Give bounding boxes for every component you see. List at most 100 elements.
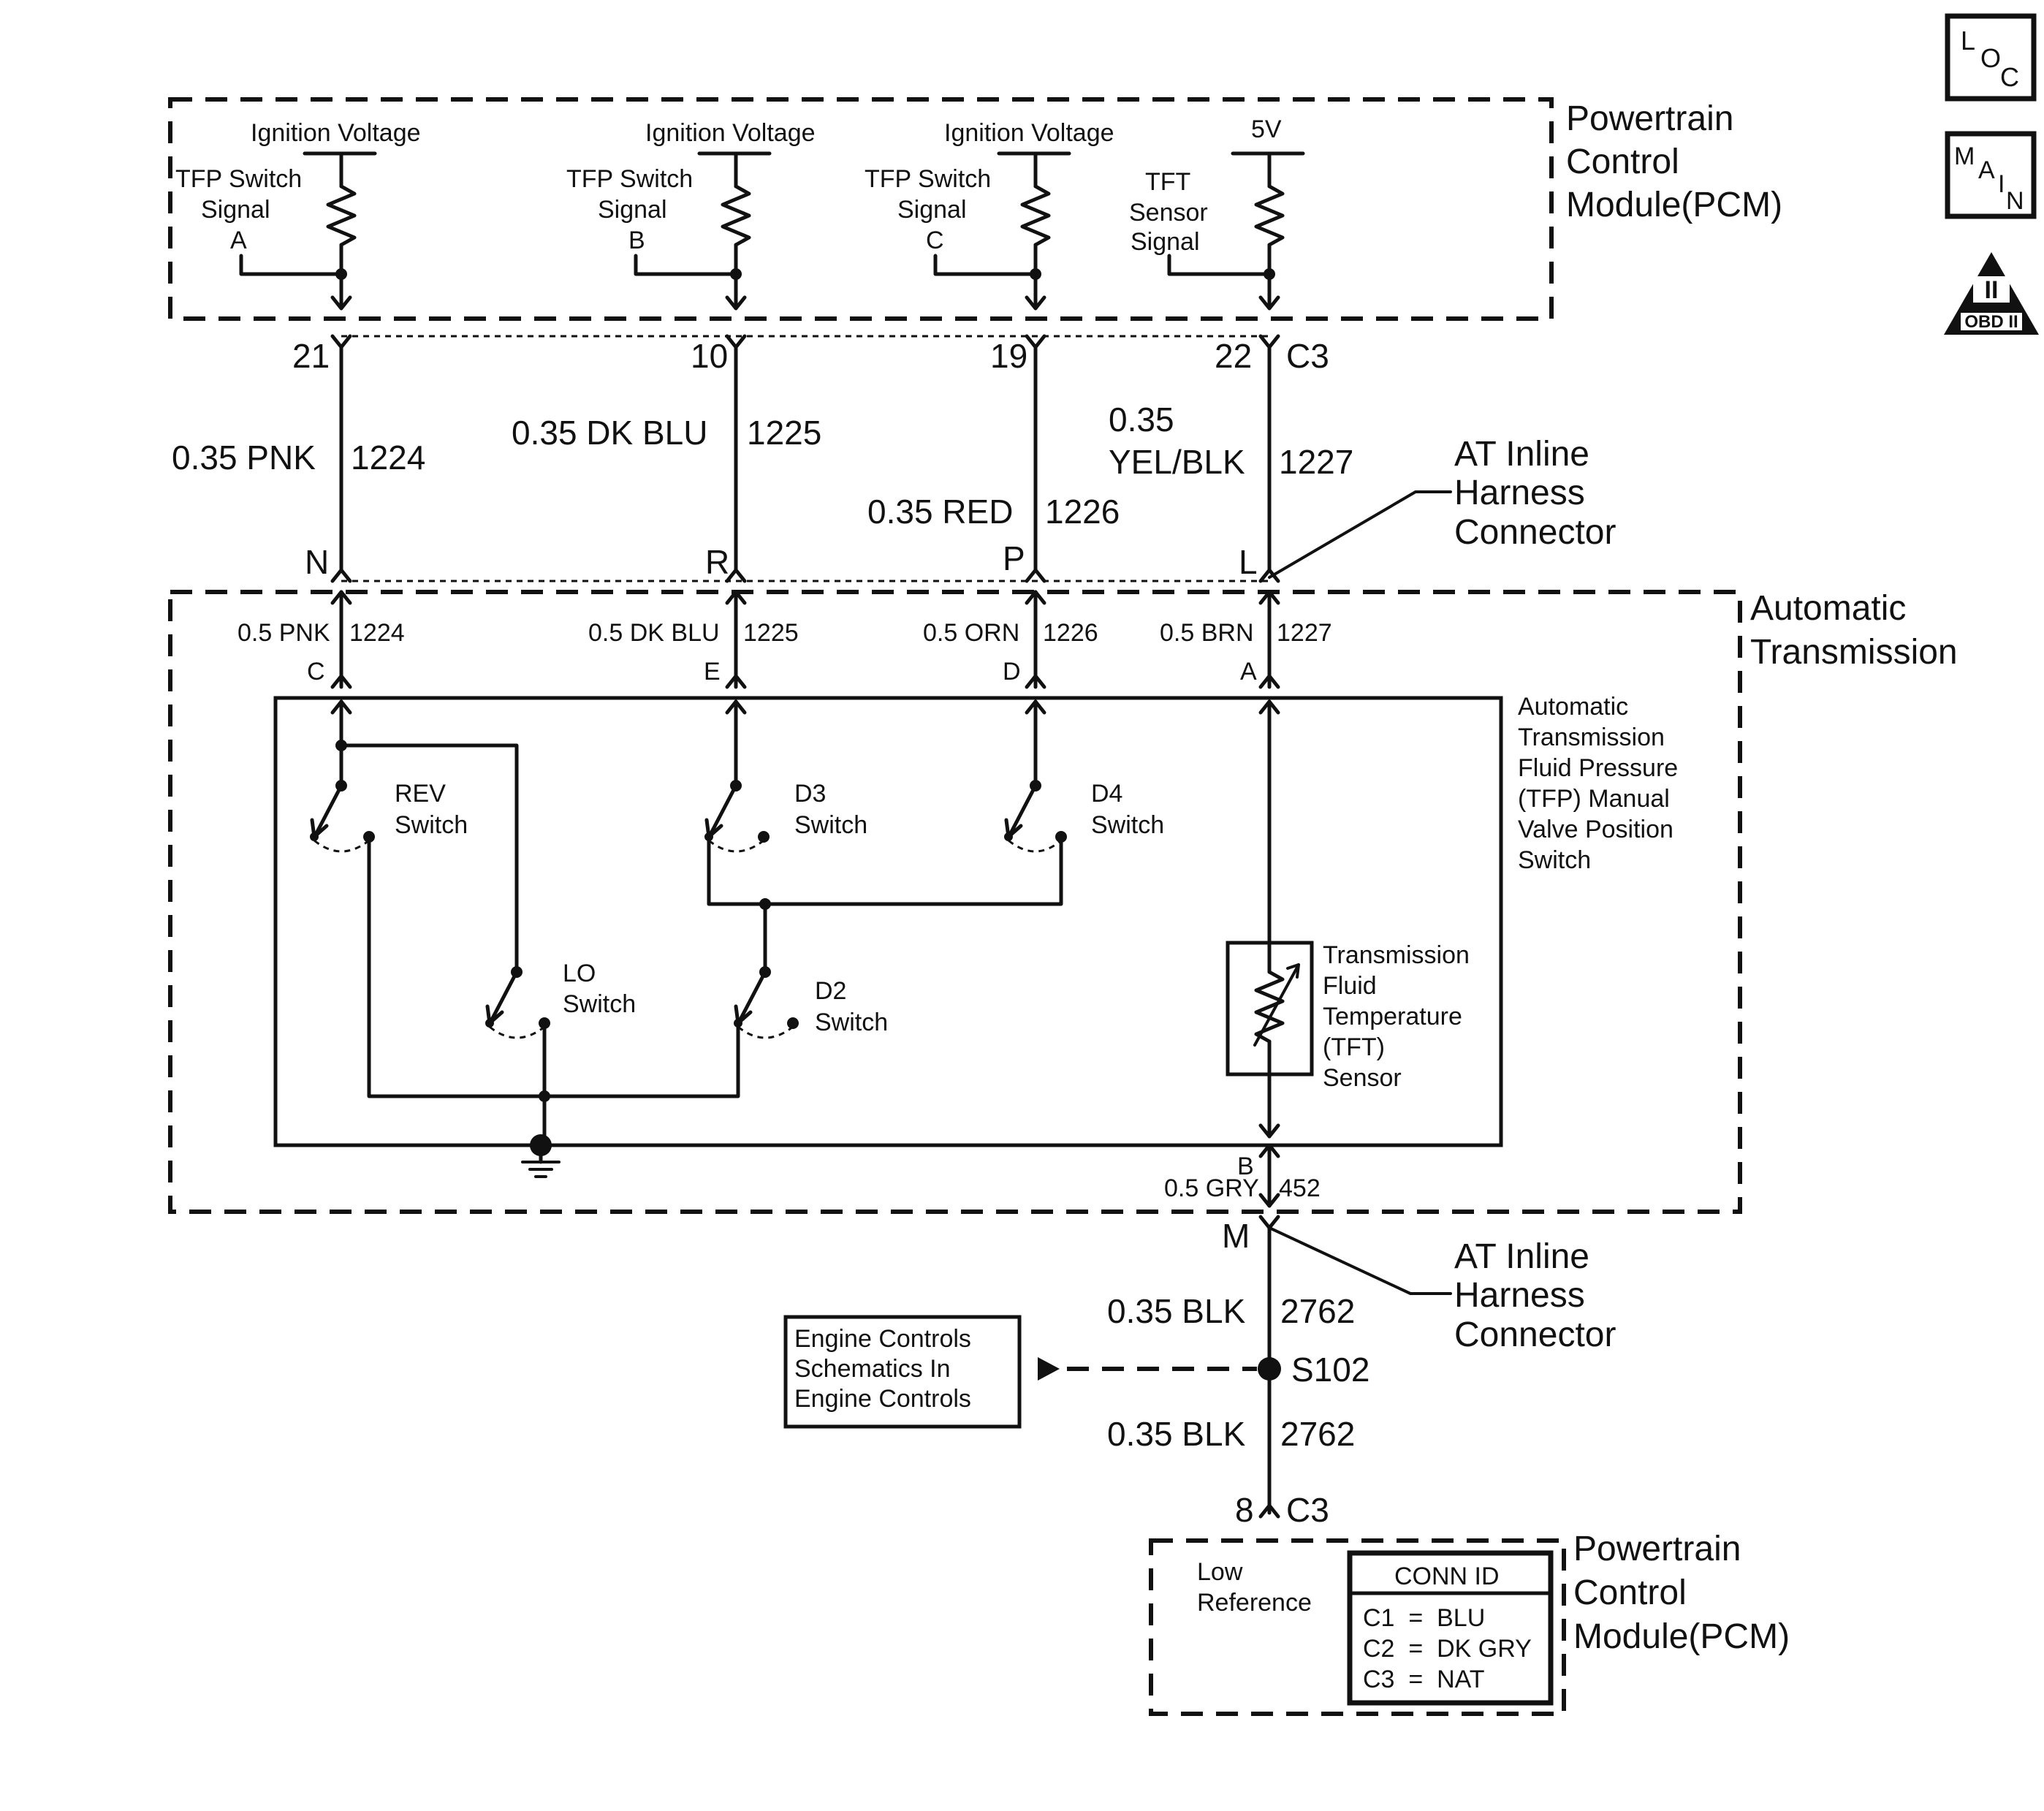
- svg-text:A: A: [1978, 156, 1995, 184]
- pcm-bottom-connector: 8 C3: [1235, 1491, 1329, 1529]
- svg-text:D4: D4: [1091, 780, 1122, 808]
- svg-text:Harness: Harness: [1454, 1276, 1585, 1315]
- svg-text:AT Inline: AT Inline: [1454, 1237, 1589, 1276]
- transmission-box: [168, 590, 1742, 1214]
- svg-text:Transmission: Transmission: [1518, 724, 1665, 751]
- svg-text:Connector: Connector: [1454, 1315, 1616, 1354]
- svg-text:C: C: [307, 658, 325, 686]
- svg-text:B: B: [1237, 1153, 1254, 1180]
- svg-text:Fluid: Fluid: [1323, 972, 1377, 1000]
- svg-text:R: R: [705, 543, 729, 581]
- svg-text:TFP Switch: TFP Switch: [865, 165, 991, 193]
- svg-text:L: L: [1961, 26, 1975, 56]
- pcm-circuit-b: Ignition Voltage TFP Switch Signal B: [566, 119, 816, 311]
- transmission-title: Automatic Transmission: [1750, 589, 1958, 672]
- svg-text:TFP Switch: TFP Switch: [566, 165, 693, 193]
- svg-text:C3: C3: [1286, 337, 1329, 375]
- svg-text:0.5 GRY: 0.5 GRY: [1164, 1174, 1259, 1202]
- svg-text:Engine Controls: Engine Controls: [794, 1325, 971, 1353]
- svg-text:Signal: Signal: [897, 196, 967, 224]
- svg-text:8: 8: [1235, 1491, 1254, 1529]
- svg-text:Switch: Switch: [1518, 846, 1591, 874]
- transmission-wires: 0.5 PNK 1224 0.5 DK BLU 1225 0.5 ORN 122…: [238, 590, 1332, 689]
- tfp-switch-assembly: [273, 696, 1503, 1147]
- svg-text:Powertrain: Powertrain: [1566, 99, 1733, 138]
- svg-text:Switch: Switch: [794, 811, 867, 839]
- pcm-bottom-box: [1149, 1538, 1566, 1716]
- svg-text:19: 19: [990, 337, 1027, 375]
- svg-text:Ignition Voltage: Ignition Voltage: [645, 119, 816, 147]
- svg-text:S102: S102: [1291, 1351, 1369, 1389]
- obd-ii-icon[interactable]: II OBD II: [1944, 252, 2039, 335]
- svg-text:Signal: Signal: [201, 196, 270, 224]
- main-icon[interactable]: M A I N: [1945, 131, 2037, 219]
- svg-text:1226: 1226: [1043, 619, 1098, 647]
- svg-text:P: P: [1003, 539, 1025, 577]
- svg-text:Transmission: Transmission: [1323, 941, 1470, 969]
- svg-text:(TFT): (TFT): [1323, 1033, 1385, 1061]
- svg-text:0.35 BLK: 0.35 BLK: [1107, 1415, 1246, 1453]
- svg-text:2762: 2762: [1280, 1292, 1355, 1330]
- pcm-circuit-c: Ignition Voltage TFP Switch Signal C: [865, 119, 1114, 311]
- svg-text:C3 = NAT: C3 = NAT: [1363, 1666, 1485, 1693]
- svg-text:Signal: Signal: [598, 196, 667, 224]
- ground-circuit: 0.35 BLK 2762 S102 0.35 BLK 2762: [1038, 1226, 1369, 1515]
- engine-controls-reference: Engine Controls Schematics In Engine Con…: [783, 1315, 1022, 1429]
- tft-ground-wire: B 0.5 GRY 452: [1164, 1143, 1321, 1208]
- pcm-circuit-a: Ignition Voltage TFP Switch Signal A: [175, 119, 421, 311]
- inline-connector-bottom: M AT Inline Harness Connector: [1222, 1215, 1616, 1354]
- svg-text:1227: 1227: [1277, 619, 1332, 647]
- svg-text:C: C: [926, 227, 944, 254]
- pcm-top-box: [168, 97, 1554, 321]
- svg-text:L: L: [1239, 543, 1258, 581]
- svg-text:Schematics In: Schematics In: [794, 1355, 951, 1383]
- svg-text:Switch: Switch: [563, 990, 636, 1018]
- svg-text:Fluid Pressure: Fluid Pressure: [1518, 754, 1678, 782]
- svg-text:D: D: [1003, 658, 1021, 686]
- splice-s102: [1258, 1357, 1281, 1381]
- svg-text:1224: 1224: [351, 438, 425, 477]
- svg-text:Sensor: Sensor: [1323, 1064, 1402, 1092]
- svg-text:0.5 PNK: 0.5 PNK: [238, 619, 330, 647]
- svg-text:(TFP) Manual: (TFP) Manual: [1518, 785, 1670, 813]
- svg-text:A: A: [230, 227, 247, 254]
- svg-text:Control: Control: [1566, 143, 1679, 181]
- svg-text:0.35 PNK: 0.35 PNK: [172, 438, 316, 477]
- svg-text:N: N: [2006, 187, 2024, 215]
- svg-text:1226: 1226: [1045, 493, 1120, 531]
- loc-icon[interactable]: L O C: [1945, 13, 2037, 102]
- inline-connector-top: N R P L AT Inline Harness Connector: [305, 435, 1616, 583]
- svg-text:D3: D3: [794, 780, 826, 808]
- svg-text:Switch: Switch: [395, 811, 468, 839]
- svg-text:1224: 1224: [349, 619, 405, 647]
- svg-text:0.5 ORN: 0.5 ORN: [923, 619, 1019, 647]
- svg-text:O: O: [1980, 43, 2001, 73]
- svg-text:Engine Controls: Engine Controls: [794, 1385, 971, 1413]
- switch-network: [310, 699, 1280, 1178]
- svg-text:TFT: TFT: [1145, 168, 1190, 196]
- svg-text:Connector: Connector: [1454, 513, 1616, 552]
- svg-text:N: N: [305, 543, 329, 581]
- svg-text:1225: 1225: [743, 619, 799, 647]
- svg-text:M: M: [1222, 1217, 1250, 1255]
- svg-text:REV: REV: [395, 780, 446, 808]
- svg-text:Reference: Reference: [1197, 1589, 1312, 1617]
- svg-text:Powertrain: Powertrain: [1573, 1530, 1741, 1568]
- svg-text:C3: C3: [1286, 1491, 1329, 1529]
- svg-text:LO: LO: [563, 960, 596, 987]
- svg-text:Ignition Voltage: Ignition Voltage: [944, 119, 1114, 147]
- pcm-top-title: Powertrain Control Module(PCM): [1566, 99, 1782, 224]
- svg-text:TFP Switch: TFP Switch: [175, 165, 302, 193]
- svg-text:Signal: Signal: [1131, 228, 1200, 256]
- svg-text:Ignition Voltage: Ignition Voltage: [251, 119, 421, 147]
- svg-text:452: 452: [1279, 1174, 1321, 1202]
- svg-text:Transmission: Transmission: [1750, 633, 1958, 672]
- svg-text:0.35 BLK: 0.35 BLK: [1107, 1292, 1246, 1330]
- tfp-switch-label: Automatic Transmission Fluid Pressure (T…: [1518, 693, 1678, 874]
- svg-text:0.35: 0.35: [1109, 400, 1174, 438]
- svg-text:0.35 DK BLU: 0.35 DK BLU: [512, 414, 707, 452]
- svg-text:C1 = BLU: C1 = BLU: [1363, 1604, 1485, 1632]
- svg-text:1227: 1227: [1279, 443, 1353, 481]
- svg-text:II: II: [1985, 276, 1999, 304]
- svg-text:2762: 2762: [1280, 1415, 1355, 1453]
